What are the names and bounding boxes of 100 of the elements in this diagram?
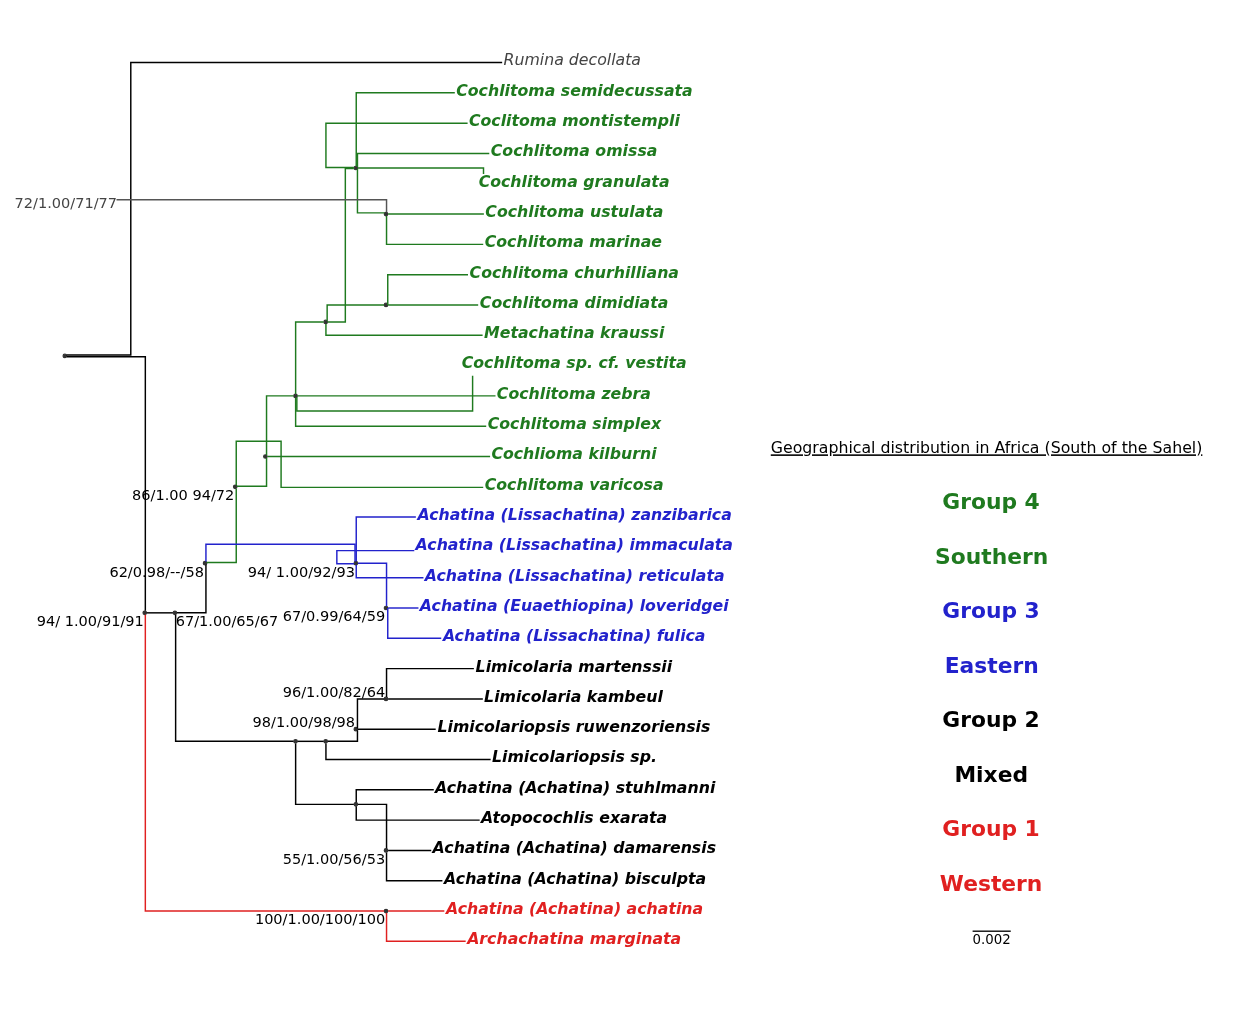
connector (236, 457, 268, 487)
connector (385, 851, 444, 882)
connector (326, 167, 355, 323)
node-text: Archachatina marginata (467, 929, 682, 949)
node-point (293, 393, 298, 399)
connector (296, 395, 497, 397)
connector (385, 215, 484, 246)
node-text: Cochlitoma churhilliana (469, 262, 679, 282)
connector (174, 613, 295, 743)
node-text: Cochlioma kilburni (491, 444, 657, 464)
node-text: Cochlitoma ustulata (485, 201, 664, 221)
connector (387, 607, 420, 609)
connector (206, 487, 237, 564)
connector (176, 564, 207, 614)
connector (385, 667, 475, 698)
connector (325, 323, 484, 336)
node-text: Limicolaria kambeul (484, 686, 663, 706)
node-text: 72/1.00/71/77 (14, 195, 118, 212)
connector (294, 321, 325, 395)
node-point (323, 739, 329, 744)
node-point (202, 560, 208, 566)
node-point (323, 319, 329, 325)
connector (357, 562, 388, 607)
node-text: Cochlitoma simplex (487, 414, 662, 434)
connector (205, 543, 356, 563)
node-text: Cochlitoma granulata (478, 171, 670, 191)
connector (144, 614, 385, 912)
node-text: Rumina decollata (503, 50, 642, 70)
connector (387, 849, 432, 852)
node-label: 67/1.00/65/67 (175, 613, 279, 630)
label: Group 4 (942, 489, 1040, 515)
node-point (293, 739, 298, 744)
node-text: Cochlitoma varicosa (484, 474, 664, 494)
node-text: Achatina (Achatina) achatina (445, 898, 704, 918)
node-text: Limicolariopsis ruwenzoriensis (437, 717, 711, 737)
node-label: 100/1.00/100/100 (254, 911, 386, 928)
node-text: Cochlitoma dimidiata (479, 292, 669, 312)
node-text: Atopocochlis exarata (481, 808, 668, 828)
connector (357, 728, 437, 730)
label: Southern (935, 543, 1049, 569)
node-text: Achatina (Lissachatina) fulica (442, 626, 706, 646)
connector (357, 803, 388, 850)
node-text: Cochlitoma marinae (484, 232, 663, 252)
node-text: Achatina (Achatina) stuhlmanni (435, 777, 716, 797)
node-text: Achatina (Achatina) bisculpta (444, 868, 707, 888)
node-point (383, 908, 389, 914)
connector (356, 152, 490, 168)
connector (266, 455, 491, 458)
connector (115, 199, 388, 214)
connector (355, 805, 481, 821)
node-point (383, 848, 389, 853)
label: Eastern (944, 652, 1039, 678)
connector (66, 356, 147, 612)
label: Group 1 (942, 816, 1040, 842)
connector (385, 912, 467, 943)
label: Western (939, 870, 1043, 896)
connector (355, 789, 435, 804)
node-label: 96/1.00/82/64 (282, 683, 386, 700)
connector (387, 213, 485, 215)
label: Group 3 (942, 598, 1040, 624)
connector (356, 698, 385, 730)
connector (327, 729, 359, 743)
connector (65, 61, 503, 356)
node-point (353, 165, 359, 171)
node-text: Achatina (Lissachatina) immaculata (415, 535, 733, 555)
connector (356, 167, 485, 175)
connector (235, 440, 484, 489)
label: Mixed (954, 761, 1029, 787)
node-label: 55/1.00/56/53 (282, 850, 386, 867)
connector (146, 612, 174, 614)
node-text: Achatina (Achatina) damarensis (432, 838, 717, 858)
node-point (263, 454, 268, 459)
node-point (383, 211, 389, 217)
connector (296, 740, 325, 743)
connector (325, 742, 492, 761)
node-point (62, 353, 68, 359)
node-point (232, 484, 238, 490)
connector (387, 304, 479, 306)
label: Group 2 (942, 707, 1040, 733)
node-point (383, 302, 389, 308)
node-text: Achatina (Euaethiopina) loveridgei (419, 595, 729, 615)
node-point (383, 605, 389, 611)
node-text: Achatina (Lissachatina) zanzibarica (417, 505, 732, 524)
connector (387, 910, 446, 912)
node-text: Cochlitoma semidecussata (456, 80, 693, 100)
connector (336, 549, 416, 565)
connector (387, 698, 484, 700)
node-text: Cochlitoma sp. cf. vestita (461, 353, 687, 373)
node-label: 67/0.99/64/59 (282, 608, 386, 625)
node-point (383, 696, 389, 702)
node-text: Coclitoma montistempli (468, 111, 680, 131)
node-label: 94/ 1.00/91/91 (36, 613, 144, 630)
connector (387, 273, 469, 306)
node-point (353, 726, 359, 732)
node-text: Cochlitoma zebra (496, 383, 651, 403)
connector (355, 564, 425, 579)
connector (294, 742, 355, 806)
connector (294, 397, 487, 427)
node-text: Cochlitoma omissa (490, 141, 658, 161)
connector (356, 168, 386, 214)
